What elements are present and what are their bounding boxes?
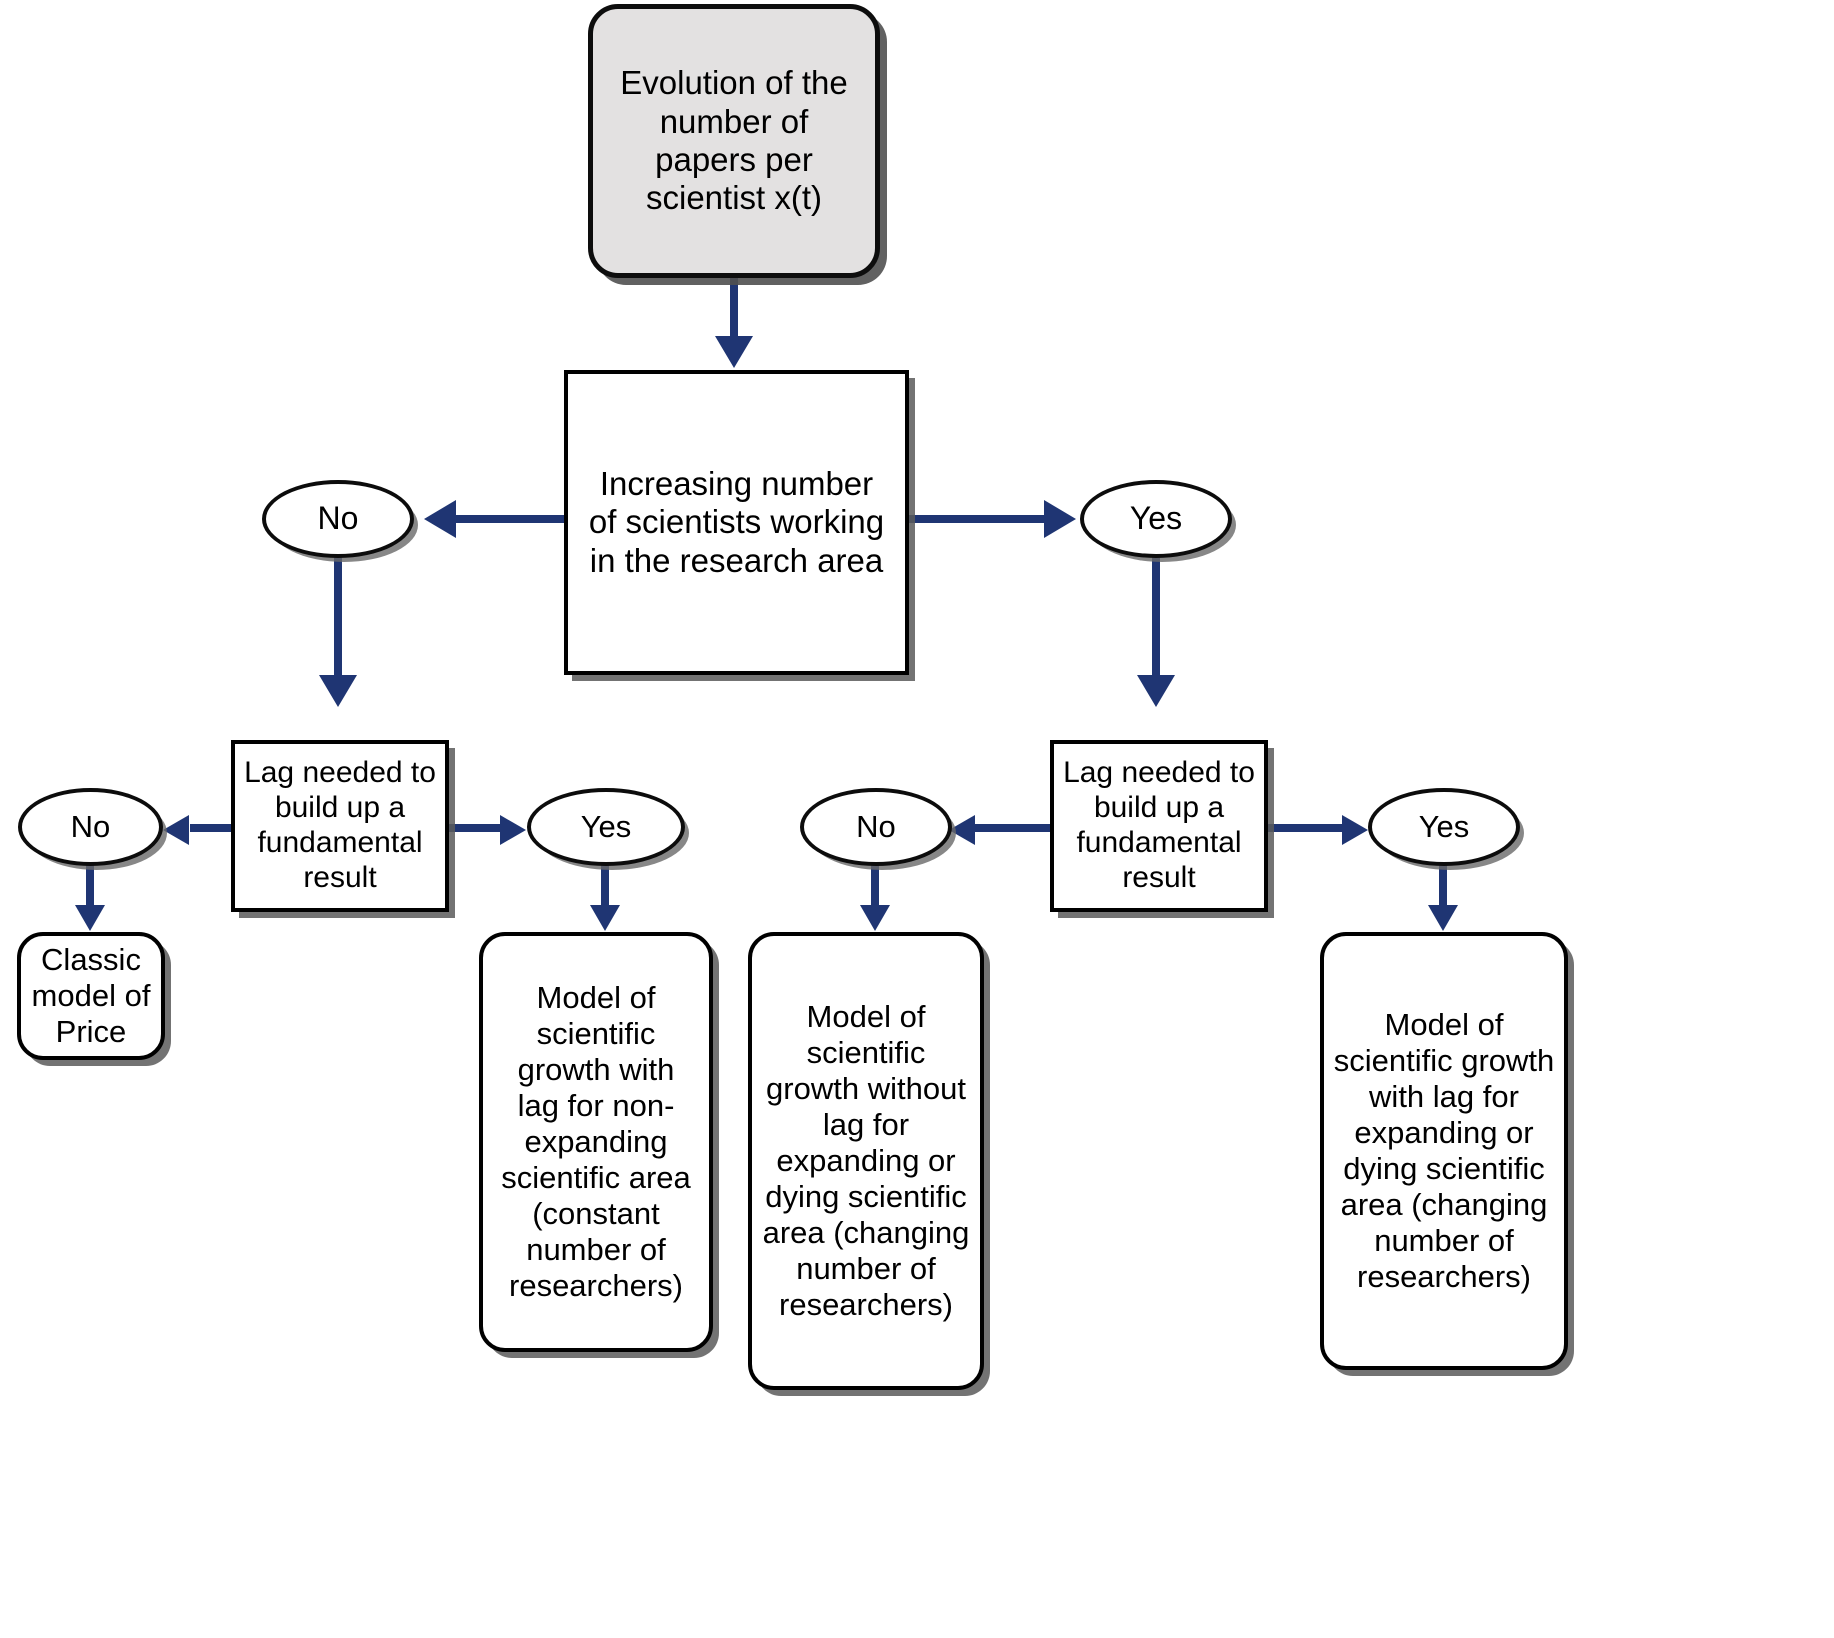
node-model-no-lag-expanding-dying[interactable]: Model of scientific growth without lag f… bbox=[748, 932, 984, 1390]
node-no-level1[interactable]: No bbox=[262, 480, 414, 558]
node-yes-right-branch[interactable]: Yes bbox=[1368, 788, 1520, 866]
edge-decision-to-yes1 bbox=[906, 515, 1046, 523]
node-no-left-branch[interactable]: No bbox=[18, 788, 163, 866]
arrowhead-lagleft-to-yes2 bbox=[500, 815, 526, 845]
node-root-evolution[interactable]: Evolution of the number of papers per sc… bbox=[588, 4, 880, 278]
arrowhead-no1-to-lagleft bbox=[319, 675, 357, 707]
edge-lagright-to-no3 bbox=[975, 824, 1053, 832]
node-yes-left-branch[interactable]: Yes bbox=[527, 788, 685, 866]
edge-no3-to-model2 bbox=[871, 864, 879, 908]
node-yes-level1[interactable]: Yes bbox=[1080, 480, 1232, 558]
arrowhead-root-to-decision bbox=[715, 336, 753, 368]
arrowhead-lagright-to-yes3 bbox=[1342, 815, 1368, 845]
arrowhead-lagright-to-no3 bbox=[949, 815, 975, 845]
arrowhead-no2-to-price bbox=[75, 905, 105, 931]
edge-yes2-to-model1 bbox=[601, 864, 609, 908]
arrowhead-lagleft-to-no2 bbox=[163, 815, 189, 845]
node-decision-increasing-scientists[interactable]: Increasing number of scientists working … bbox=[564, 370, 909, 675]
arrowhead-yes1-to-lagright bbox=[1137, 675, 1175, 707]
edge-lagleft-to-yes2 bbox=[449, 824, 503, 832]
edge-no2-to-price bbox=[86, 864, 94, 908]
arrowhead-yes3-to-model3 bbox=[1428, 905, 1458, 931]
edge-yes3-to-model3 bbox=[1439, 864, 1447, 908]
arrowhead-decision-to-no1 bbox=[424, 500, 456, 538]
edge-yes1-to-lagright bbox=[1152, 556, 1160, 678]
node-no-right-branch[interactable]: No bbox=[800, 788, 952, 866]
edge-lagright-to-yes3 bbox=[1268, 824, 1344, 832]
node-lag-needed-left[interactable]: Lag needed to build up a fundamental res… bbox=[231, 740, 449, 912]
arrowhead-no3-to-model2 bbox=[860, 905, 890, 931]
edge-no1-to-lagleft bbox=[334, 556, 342, 678]
arrowhead-yes2-to-model1 bbox=[590, 905, 620, 931]
edge-decision-to-no1 bbox=[456, 515, 568, 523]
node-classic-model-of-price[interactable]: Classic model of Price bbox=[17, 932, 165, 1060]
node-lag-needed-right[interactable]: Lag needed to build up a fundamental res… bbox=[1050, 740, 1268, 912]
node-model-lag-expanding-dying[interactable]: Model of scientific growth with lag for … bbox=[1320, 932, 1568, 1370]
node-model-lag-non-expanding[interactable]: Model of scientific growth with lag for … bbox=[479, 932, 713, 1352]
arrowhead-decision-to-yes1 bbox=[1044, 500, 1076, 538]
edge-root-to-decision bbox=[730, 278, 738, 340]
edge-lagleft-to-no2 bbox=[190, 824, 238, 832]
